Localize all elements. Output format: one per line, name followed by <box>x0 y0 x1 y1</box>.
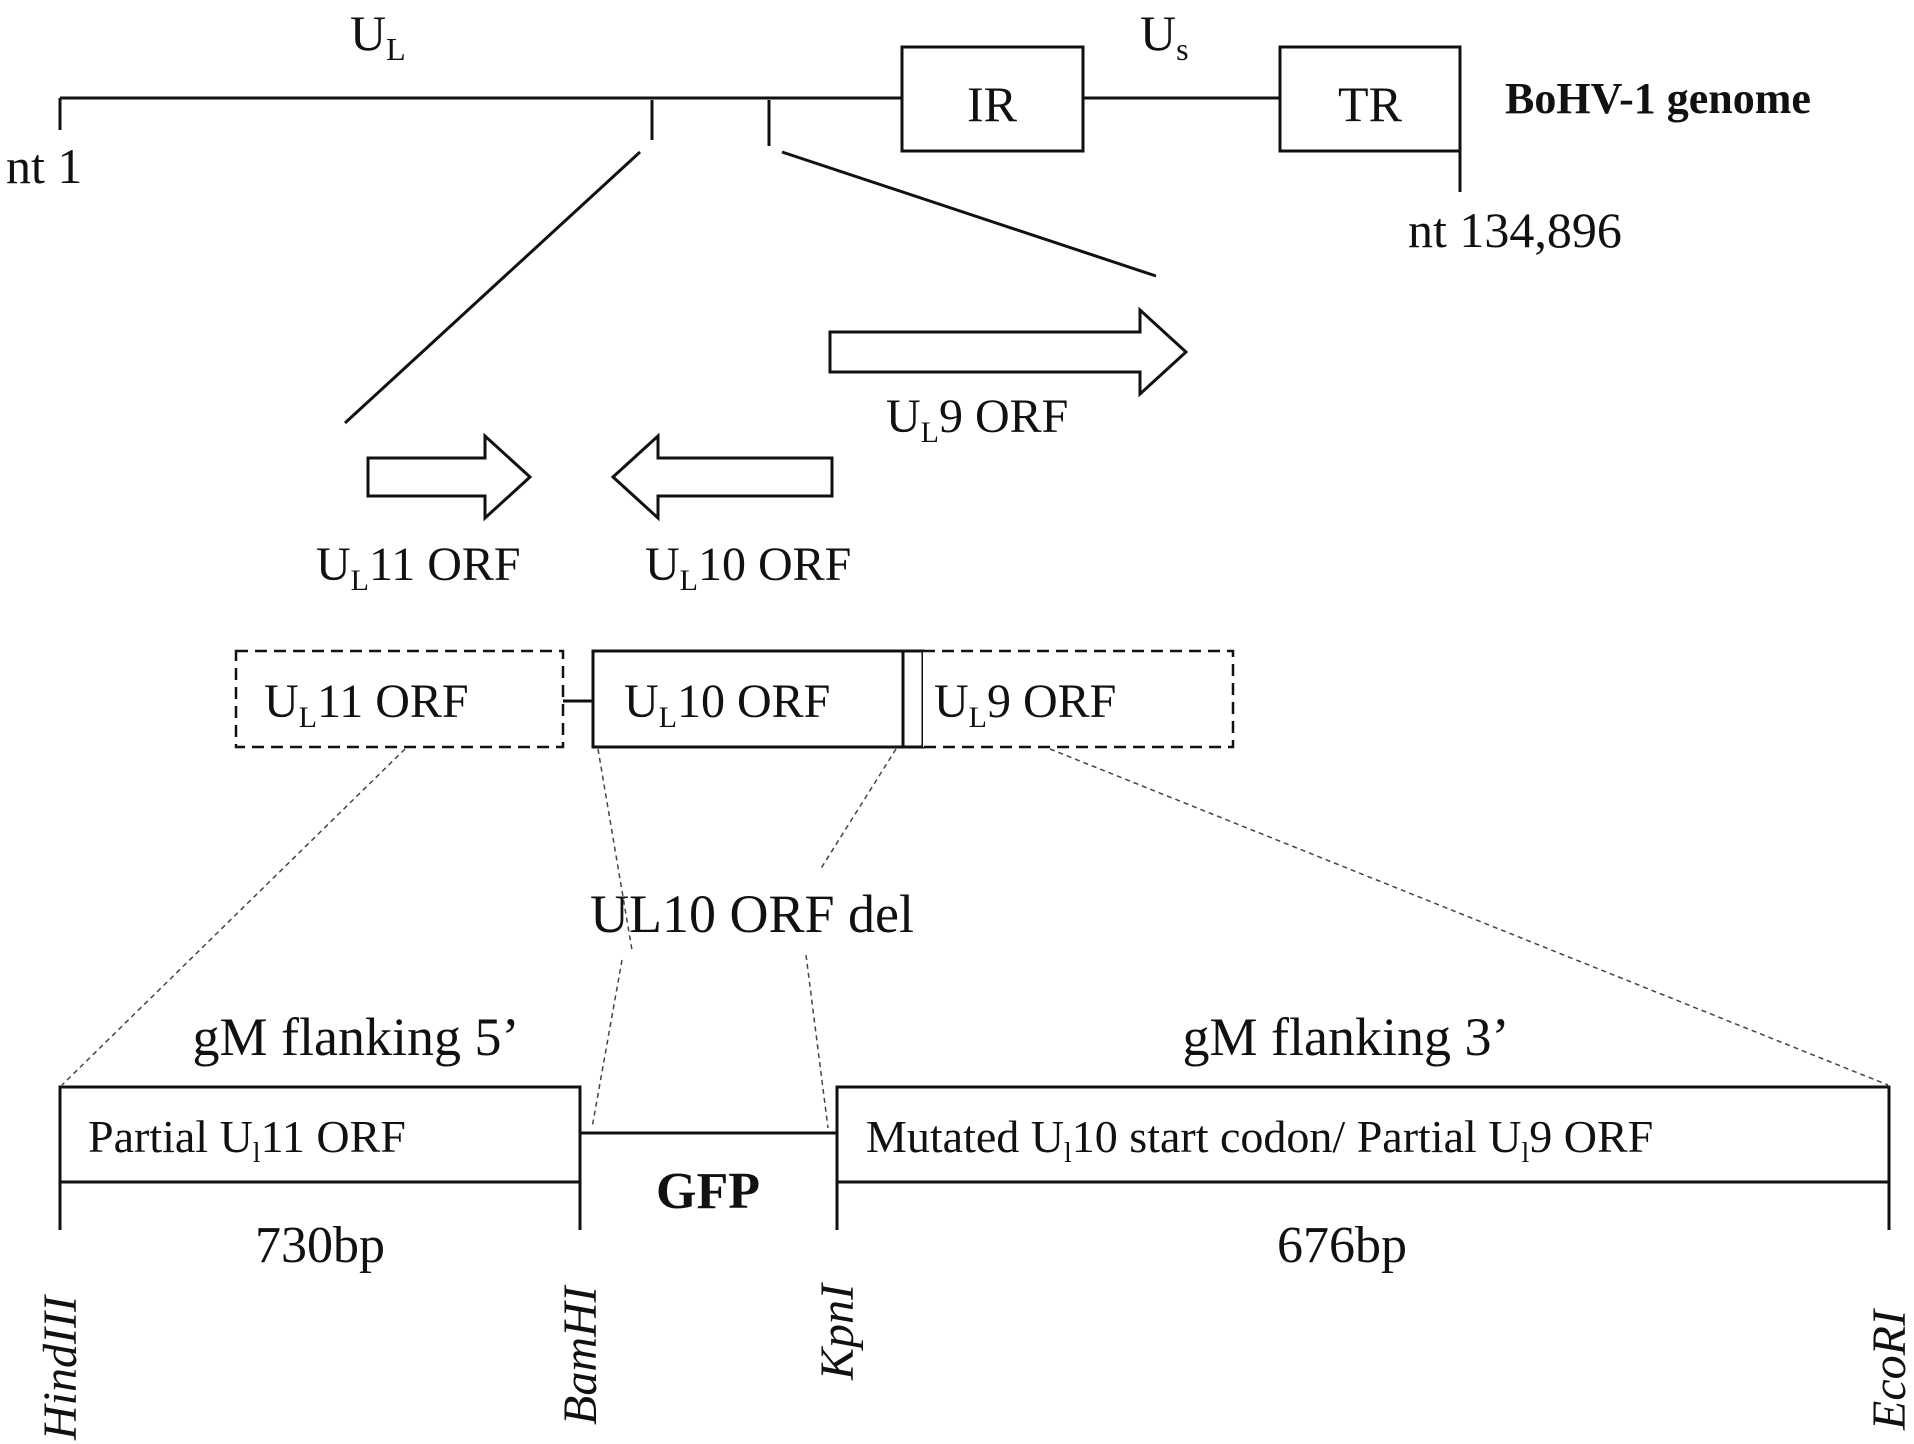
construct-map: gM flanking 5’ gM flanking 3’ Partial Ul… <box>34 1007 1914 1441</box>
ul11-orf-box <box>234 649 565 749</box>
ir-label: IR <box>967 76 1018 132</box>
zoom-line-left <box>343 150 642 425</box>
flanking-5-size: 730bp <box>255 1217 385 1274</box>
guide-line-hindiii <box>61 748 406 1086</box>
flanking-3-box <box>835 1085 1891 1184</box>
ir-box <box>900 45 1085 153</box>
ul11-orf-arrow-label: UL11 ORF <box>316 538 521 597</box>
ul9-orf-box-label: UL9 ORF <box>934 675 1116 734</box>
orf-boxes: UL11 ORF UL10 ORF UL9 ORF <box>234 649 1235 749</box>
flanking-5-box-label: Partial Ul11 ORF <box>88 1111 406 1169</box>
tr-box <box>1278 45 1462 153</box>
guide-line-ul10-left-upper <box>597 748 633 951</box>
genome-title: BoHV-1 genome <box>1505 74 1811 123</box>
guide-line-ul10-right-lower <box>805 954 829 1129</box>
flanking-3-size: 676bp <box>1277 1217 1407 1274</box>
gfp-label: GFP <box>656 1163 760 1220</box>
ul10-orf-arrow <box>610 432 834 522</box>
guide-lines <box>61 748 1889 1129</box>
deletion-label: UL10 ORF del <box>590 884 914 944</box>
ecori-site-label: EcoRI <box>1863 1308 1914 1431</box>
guide-line-ecori <box>1049 748 1889 1086</box>
guide-line-ul10-right-upper <box>819 748 897 871</box>
ul11-orf-arrow <box>366 432 533 522</box>
flanking-3-box-label: Mutated Ul10 start codon/ Partial Ul9 OR… <box>866 1111 1653 1169</box>
flanking-5-title: gM flanking 5’ <box>193 1007 520 1067</box>
ul-region-label: UL <box>350 5 406 67</box>
genome-end-label: nt 134,896 <box>1408 202 1622 258</box>
orf-arrows: UL9 ORF UL11 ORF UL10 ORF <box>316 306 1189 597</box>
hindiii-site-label: HindIII <box>34 1294 87 1441</box>
us-region-label: Us <box>1140 5 1189 67</box>
genome-start-label: nt 1 <box>6 138 82 194</box>
kpni-site-label: KpnI <box>811 1282 864 1381</box>
ul9-orf-arrow <box>828 306 1189 398</box>
ul10-orf-arrow-label: UL10 ORF <box>645 538 851 597</box>
genome-map: UL Us IR TR BoHV-1 genome nt 1 nt 134,89… <box>6 5 1811 425</box>
ul11-orf-box-label: UL11 ORF <box>264 675 469 734</box>
ul10-orf-box-label: UL10 ORF <box>624 675 830 734</box>
ul10-orf-box <box>591 649 925 749</box>
ul9-orf-box <box>923 649 1235 749</box>
tr-label: TR <box>1338 76 1403 132</box>
bamhi-site-label: BamHI <box>554 1284 607 1425</box>
flanking-5-box <box>58 1085 582 1184</box>
ul9-orf-arrow-label: UL9 ORF <box>886 390 1068 449</box>
guide-line-ul10-left-lower <box>591 959 623 1129</box>
zoom-line-right <box>781 150 1157 278</box>
flanking-3-title: gM flanking 3’ <box>1183 1007 1510 1067</box>
